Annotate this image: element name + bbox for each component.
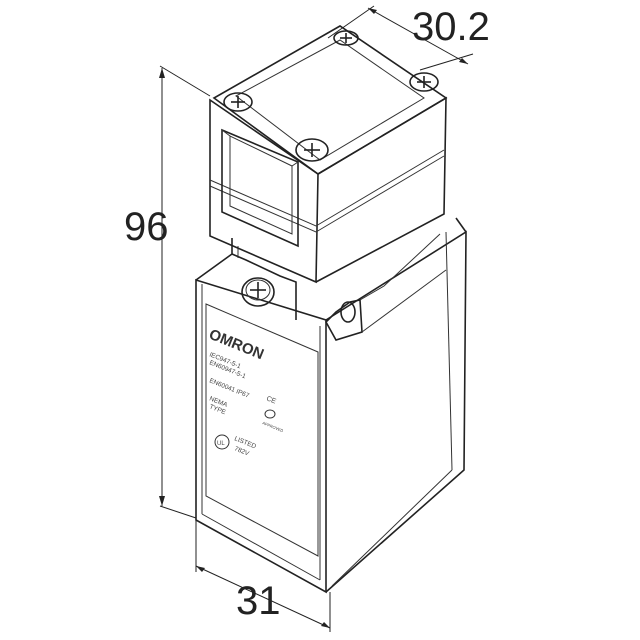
approval-text: APPROVED xyxy=(262,420,285,433)
dimension-depth: 30.2 xyxy=(327,5,490,71)
head-screw-front-icon xyxy=(295,138,329,162)
dimension-height-value: 96 xyxy=(124,205,169,249)
dimension-width: 31 xyxy=(195,520,331,632)
dimension-width-value: 31 xyxy=(236,579,281,623)
approval-mark-icon: APPROVED xyxy=(262,409,285,433)
ul-mark: UL xyxy=(217,441,225,447)
nameplate: OMRON IEC947-5-1 EN60947-5-1 EN60041 IP6… xyxy=(205,303,319,557)
dimension-height: 96 xyxy=(124,65,211,519)
head-screw-back-icon xyxy=(333,30,359,46)
dimension-depth-value: 30.2 xyxy=(412,5,490,49)
switch-head xyxy=(209,25,448,284)
ul-listed-icon: UL xyxy=(214,434,230,450)
switch-body xyxy=(195,217,467,594)
body-screw-icon xyxy=(241,277,275,307)
head-screw-left-icon xyxy=(223,92,253,112)
ce-mark: CE xyxy=(265,395,277,405)
head-screw-right-icon xyxy=(409,72,439,92)
